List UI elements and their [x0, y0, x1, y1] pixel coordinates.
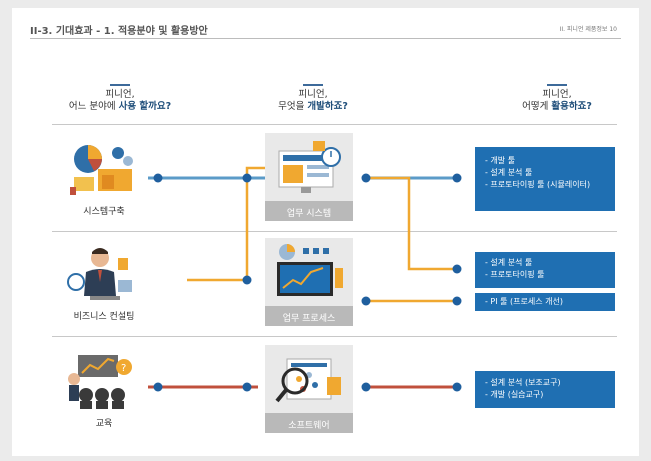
connector-lines [148, 166, 462, 392]
usage-box-education: - 설계 분석 (보조교구) - 개발 (실습교구) [475, 371, 615, 408]
usage-box-dev-tools: - 개발 툴 - 설계 분석 툴 - 프로토타이핑 툴 (시뮬레이터) [475, 147, 615, 211]
heading-line2: 어느 분야에 사용 할까요? [68, 101, 172, 112]
product-tile-business-process: 업무 프로세스 [265, 238, 353, 326]
slide-page: II-3. 기대효과 - 1. 적용분야 및 활용방안 II. 피니언 제품정보… [12, 8, 639, 456]
domain-label: 교육 [95, 419, 113, 429]
usage-item: - 개발 (실습교구) [485, 390, 544, 399]
product-label-bar [265, 413, 353, 433]
product-label-bar [265, 201, 353, 221]
heading-accent-bar [547, 84, 567, 86]
heading-accent-bar [110, 84, 130, 86]
product-label-bar [265, 306, 353, 326]
education-illustration-icon: ? [68, 355, 132, 409]
heading-line2: 어떻게 활용하죠? [522, 101, 592, 112]
usage-box-pi-tool: - PI 툴 (프로세스 개선) [475, 293, 615, 311]
heading-line1: 피니언, [298, 89, 328, 100]
domain-label: 비즈니스 컨설팅 [73, 312, 135, 322]
svg-text:?: ? [121, 363, 126, 374]
column-heading-usage: 피니언, 어떻게 활용하죠? [482, 84, 632, 113]
product-label: 업무 시스템 [286, 209, 332, 219]
column-heading-product: 피니언, 무엇을 개발하죠? [238, 84, 388, 113]
product-label: 소프트웨어 [288, 421, 330, 431]
system-build-illustration-icon [70, 145, 133, 195]
slide-title: II-3. 기대효과 - 1. 적용분야 및 활용방안 [30, 26, 208, 37]
domain-tile-system-build: 시스템구축 [60, 133, 148, 221]
heading-line1: 피니언, [542, 89, 572, 100]
usage-item: - 설계 분석 툴 [485, 168, 533, 177]
usage-item: - 설계 분석 (보조교구) [485, 378, 561, 387]
business-system-illustration-icon [278, 141, 341, 193]
heading-line1: 피니언, [105, 89, 135, 100]
product-tile-business-system: 업무 시스템 [265, 133, 353, 221]
page-reference: II. 피니언 제품정보 10 [559, 26, 617, 33]
row-divider [52, 231, 617, 232]
heading-accent-bar [303, 84, 323, 86]
heading-line2: 무엇을 개발하죠? [278, 101, 348, 112]
usage-box-design-tools: - 설계 분석 툴 - 프로토타이핑 툴 [475, 252, 615, 288]
column-heading-field: 피니언, 어느 분야에 사용 할까요? [45, 84, 195, 113]
usage-item: - 프로토타이핑 툴 [485, 270, 545, 279]
domain-tile-education: ? 교육 [60, 345, 148, 433]
usage-item: - 개발 툴 [485, 156, 516, 165]
consultant-illustration-icon [67, 248, 132, 300]
business-process-illustration-icon [277, 244, 343, 296]
usage-item: - 설계 분석 툴 [485, 258, 533, 267]
domain-tile-business-consulting: 비즈니스 컨설팅 [60, 238, 148, 326]
usage-item: - PI 툴 (프로세스 개선) [485, 297, 564, 306]
header-divider [30, 38, 621, 39]
row-divider [52, 336, 617, 337]
usage-item: - 프로토타이핑 툴 (시뮬레이터) [485, 180, 591, 189]
product-label: 업무 프로세스 [282, 314, 336, 324]
product-tile-software: 소프트웨어 [265, 345, 353, 433]
domain-label: 시스템구축 [83, 207, 125, 217]
row-divider [52, 124, 617, 125]
software-illustration-icon [275, 358, 341, 403]
